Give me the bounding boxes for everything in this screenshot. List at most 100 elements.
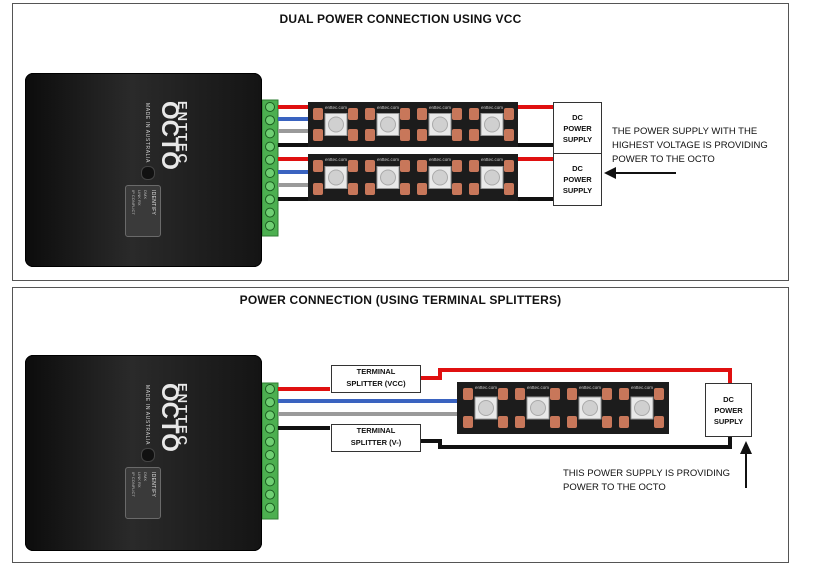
top-note-line-3: POWER TO THE OCTO bbox=[612, 154, 715, 165]
solder-pad bbox=[654, 388, 664, 400]
terminal-screw-icon bbox=[265, 450, 275, 460]
ps1-line3: SUPPLY bbox=[562, 134, 593, 144]
arrow-up-icon bbox=[740, 441, 752, 488]
device-button-icon bbox=[141, 166, 155, 180]
solder-pad bbox=[348, 108, 358, 120]
solder-pad bbox=[452, 108, 462, 120]
terminal-screw-icon bbox=[265, 115, 275, 126]
chip-label: enttec.com bbox=[481, 105, 503, 110]
terminal-screw-icon bbox=[265, 489, 275, 500]
led-lens bbox=[432, 169, 448, 186]
top-note: THE POWER SUPPLY WITH THE HIGHEST VOLTAG… bbox=[612, 125, 768, 167]
terminal-splitter-vminus: TERMINAL SPLITTER (V-) bbox=[331, 424, 421, 452]
top-terminal-block bbox=[261, 99, 279, 237]
solder-pad bbox=[313, 129, 323, 141]
chip-label: enttec.com bbox=[527, 385, 549, 390]
solder-pad bbox=[452, 160, 462, 172]
solder-pad bbox=[417, 129, 427, 141]
top-note-line-1: THE POWER SUPPLY WITH THE bbox=[612, 126, 758, 137]
top-note-line-2: HIGHEST VOLTAGE IS PROVIDING bbox=[612, 140, 768, 151]
splitter-vcc-line2: SPLITTER (VCC) bbox=[346, 379, 406, 388]
top-power-supply-2: DC POWER SUPPLY bbox=[553, 153, 602, 206]
solder-pad bbox=[417, 183, 427, 195]
solder-pad bbox=[463, 416, 473, 428]
chip-label: enttec.com bbox=[481, 157, 503, 162]
solder-pad bbox=[348, 129, 358, 141]
chip-label: enttec.com bbox=[325, 157, 347, 162]
status-led-dmx: DMX bbox=[143, 190, 148, 199]
solder-pad bbox=[567, 388, 577, 400]
solder-pad bbox=[452, 129, 462, 141]
terminal-screw-icon bbox=[265, 423, 275, 434]
solder-pad bbox=[313, 108, 323, 120]
identify-panel: IDENTIFY DMX LINK RX IP CONFLICT bbox=[125, 467, 161, 519]
solder-pad bbox=[550, 416, 560, 428]
octo-device-top: ENTTEC OCTO MADE IN AUSTRALIA IDENTIFY D… bbox=[25, 73, 262, 267]
led-lens bbox=[380, 169, 396, 186]
solder-pad bbox=[602, 388, 612, 400]
ps2-line1: DC bbox=[572, 164, 583, 173]
bottom-note-line-2: POWER TO THE OCTO bbox=[563, 482, 666, 493]
chip-label: enttec.com bbox=[429, 157, 451, 162]
terminal-screw-icon bbox=[265, 154, 275, 165]
chip-label: enttec.com bbox=[631, 385, 653, 390]
solder-pad bbox=[504, 160, 514, 172]
ps1-line2: POWER bbox=[563, 123, 592, 133]
solder-pad bbox=[550, 388, 560, 400]
terminal-screw-icon bbox=[265, 384, 275, 394]
device-made-in: MADE IN AUSTRALIA bbox=[144, 385, 150, 445]
solder-pad bbox=[498, 416, 508, 428]
solder-pad bbox=[452, 183, 462, 195]
terminal-splitter-vcc: TERMINAL SPLITTER (VCC) bbox=[331, 365, 421, 393]
solder-pad bbox=[348, 160, 358, 172]
led-lens bbox=[484, 169, 500, 186]
solder-pad bbox=[469, 183, 479, 195]
terminal-screw-icon bbox=[265, 502, 275, 513]
chip-label: enttec.com bbox=[377, 105, 399, 110]
solder-pad bbox=[567, 416, 577, 428]
led-lens bbox=[634, 400, 650, 416]
solder-pad bbox=[602, 416, 612, 428]
device-made-in: MADE IN AUSTRALIA bbox=[144, 103, 150, 163]
solder-pad bbox=[654, 416, 664, 428]
status-led-link: LINK RX bbox=[137, 190, 142, 206]
terminal-screw-icon bbox=[265, 102, 275, 112]
device-model: OCTO bbox=[156, 101, 183, 170]
bottom-terminal-block bbox=[261, 382, 279, 520]
chip-label: enttec.com bbox=[429, 105, 451, 110]
led-lens bbox=[478, 400, 494, 416]
terminal-screw-icon bbox=[265, 128, 275, 139]
solder-pad bbox=[469, 108, 479, 120]
splitter-vcc-line1: TERMINAL bbox=[356, 367, 396, 376]
solder-pad bbox=[498, 388, 508, 400]
solder-pad bbox=[400, 160, 410, 172]
led-lens bbox=[328, 116, 344, 133]
bottom-panel-title: POWER CONNECTION (USING TERMINAL SPLITTE… bbox=[239, 293, 562, 307]
bottom-wires bbox=[278, 368, 732, 449]
solder-pad bbox=[400, 183, 410, 195]
identify-label[interactable]: IDENTIFY bbox=[150, 472, 156, 498]
solder-pad bbox=[400, 108, 410, 120]
ps2-line2: POWER bbox=[563, 175, 592, 184]
splitter-vminus-line2: SPLITTER (V-) bbox=[350, 438, 402, 447]
solder-pad bbox=[417, 108, 427, 120]
octo-device-bottom: ENTTEC OCTO MADE IN AUSTRALIA IDENTIFY D… bbox=[25, 355, 262, 551]
identify-label[interactable]: IDENTIFY bbox=[150, 190, 156, 216]
solder-pad bbox=[313, 160, 323, 172]
top-led-strip-1: enttec.com enttec.com enttec.com enttec.com bbox=[308, 102, 518, 147]
chip-label: enttec.com bbox=[325, 105, 347, 110]
terminal-screw-icon bbox=[265, 168, 275, 178]
device-brand: ENTTEC bbox=[175, 101, 190, 165]
led-lens bbox=[530, 400, 546, 416]
bottom-note-line-1: THIS POWER SUPPLY IS PROVIDING bbox=[563, 468, 730, 479]
solder-pad bbox=[504, 183, 514, 195]
solder-pad bbox=[515, 388, 525, 400]
solder-pad bbox=[365, 108, 375, 120]
ps1-line1: DC bbox=[572, 112, 583, 122]
terminal-screw-icon bbox=[265, 436, 275, 447]
terminal-screw-icon bbox=[265, 207, 275, 218]
led-lens bbox=[484, 116, 500, 133]
